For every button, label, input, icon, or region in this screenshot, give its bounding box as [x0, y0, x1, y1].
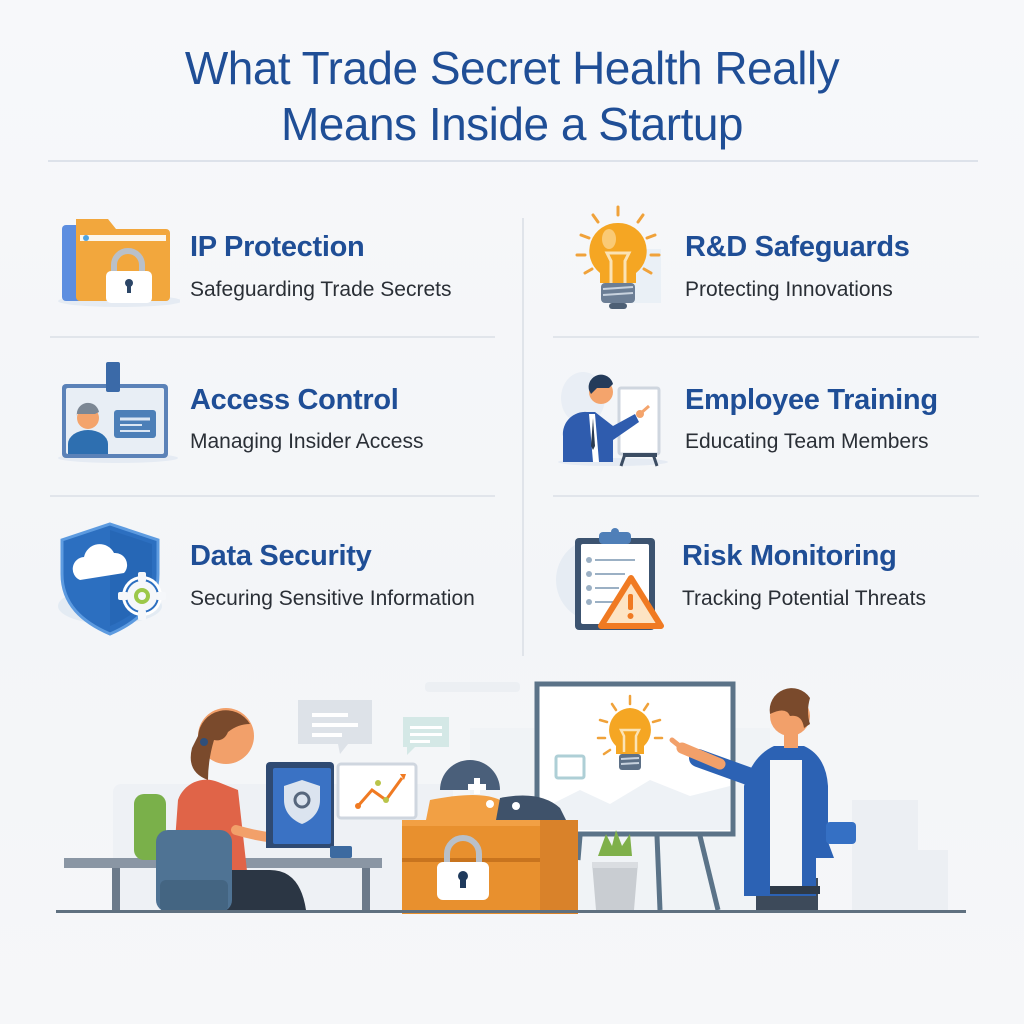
card-divider	[553, 336, 979, 338]
card-subtitle: Tracking Potential Threats	[682, 587, 926, 610]
laptop-shield-icon	[266, 762, 352, 858]
card-title: IP Protection	[190, 231, 365, 263]
chat-bubble-small-icon	[403, 717, 449, 755]
card-divider	[50, 336, 495, 338]
card-subtitle: Protecting Innovations	[685, 278, 893, 301]
clipboard-warning-icon	[556, 528, 664, 630]
plant-icon	[592, 830, 638, 910]
card-subtitle: Managing Insider Access	[190, 430, 424, 453]
page-title: What Trade Secret Health Really Means In…	[0, 40, 1024, 152]
man-presenting	[669, 688, 856, 912]
column-divider	[522, 218, 524, 656]
id-badge-icon	[58, 362, 178, 463]
title-divider	[48, 160, 978, 162]
card-title: Data Security	[190, 540, 372, 572]
card-title: R&D Safeguards	[685, 231, 910, 263]
card-rd-safeguards: R&D Safeguards Protecting Innovations	[553, 205, 979, 355]
card-title: Access Control	[190, 384, 399, 416]
card-ip-protection: IP Protection Safeguarding Trade Secrets	[50, 205, 495, 355]
page-title-line-1: What Trade Secret Health Really	[184, 42, 840, 94]
chart-card-icon	[336, 762, 418, 820]
card-data-security: Data Security Securing Sensitive Informa…	[50, 518, 510, 668]
lightbulb-icon	[575, 205, 661, 309]
card-employee-training: Employee Training Educating Team Members	[553, 358, 979, 508]
presenter-icon	[558, 372, 668, 467]
card-subtitle: Educating Team Members	[685, 430, 929, 453]
locked-box-icon	[402, 760, 578, 914]
card-subtitle: Safeguarding Trade Secrets	[190, 278, 452, 301]
office-illustration	[56, 681, 966, 914]
card-title: Employee Training	[685, 384, 938, 416]
card-access-control: Access Control Managing Insider Access	[50, 358, 495, 508]
shield-cloud-gear-icon	[58, 522, 166, 636]
card-divider	[50, 495, 495, 497]
card-title: Risk Monitoring	[682, 540, 897, 572]
locked-folder-icon	[58, 219, 180, 307]
card-divider	[553, 495, 979, 497]
card-risk-monitoring: Risk Monitoring Tracking Potential Threa…	[553, 518, 979, 668]
chat-bubble-icon	[298, 700, 372, 754]
card-subtitle: Securing Sensitive Information	[190, 587, 475, 610]
page-title-line-2: Means Inside a Startup	[280, 98, 744, 150]
